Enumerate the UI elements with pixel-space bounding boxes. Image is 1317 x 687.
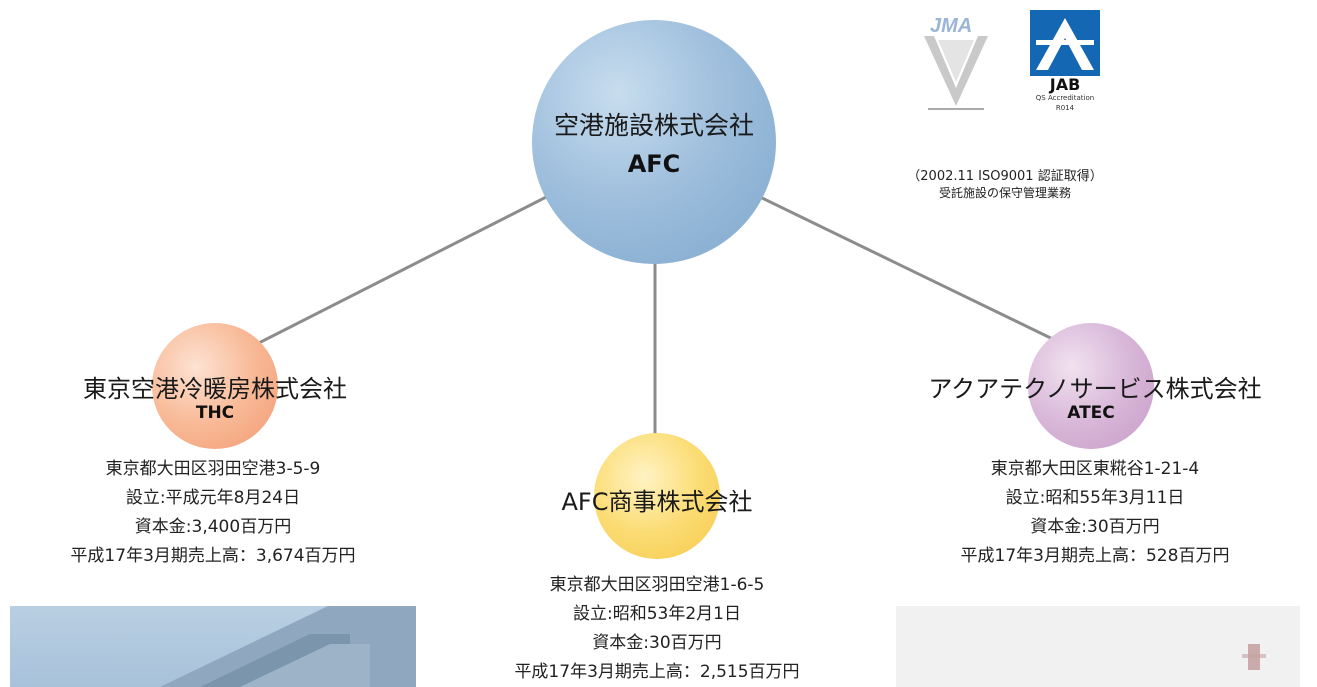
connector-line-atec: [761, 196, 1066, 347]
afc-shoji-node: [594, 433, 720, 559]
thc-company-abbr: THC: [195, 403, 235, 423]
atec-company-name: アクアテクノサービス株式会社: [928, 375, 1262, 403]
atec-info: 東京都大田区東糀谷1-21-4 設立:昭和55年3月11日 資本金:30百万円 …: [890, 455, 1300, 571]
svg-text:JMA: JMA: [930, 15, 972, 37]
atec-address: 東京都大田区東糀谷1-21-4: [990, 459, 1200, 479]
jab-mark-icon: [1030, 10, 1100, 76]
thc-address: 東京都大田区羽田空港3-5-9: [105, 459, 321, 479]
thc-company-name: 東京空港冷暖房株式会社: [83, 375, 347, 403]
atec-node: [1028, 323, 1154, 449]
center-company-name: 空港施設株式会社: [553, 111, 754, 140]
afc-center-node: [532, 20, 776, 264]
thc-node: [152, 323, 278, 449]
atec-facility-photo: [896, 606, 1300, 687]
jab-sub: QS Accreditation: [1035, 94, 1095, 102]
afc-shoji-address: 東京都大田区羽田空港1-6-5: [549, 575, 765, 595]
afc-shoji-sales: 平成17年3月期売上高：2,515百万円: [514, 662, 800, 682]
atec-capital: 資本金:30百万円: [1030, 517, 1160, 537]
connector-line-thc: [244, 188, 561, 352]
afc-shoji-company-name: AFC商事株式会社: [561, 488, 753, 516]
thc-building-photo: [10, 606, 416, 687]
afc-shoji-capital: 資本金:30百万円: [592, 633, 722, 653]
thc-capital: 資本金:3,400百万円: [134, 517, 292, 537]
thc-sales: 平成17年3月期売上高：3,674百万円: [70, 546, 356, 566]
afc-shoji-established: 設立:昭和53年2月1日: [573, 604, 741, 624]
certification-line-2: 受託施設の保守管理業務: [938, 186, 1071, 200]
atec-sales: 平成17年3月期売上高：528百万円: [960, 546, 1230, 566]
atec-company-abbr: ATEC: [1067, 403, 1115, 423]
jab-label: JAB: [1049, 75, 1081, 94]
jab-code: R014: [1055, 104, 1075, 112]
afc-shoji-info: 東京都大田区羽田空港1-6-5 設立:昭和53年2月1日 資本金:30百万円 平…: [452, 571, 862, 687]
atec-established: 設立:昭和55年3月11日: [1005, 488, 1185, 508]
thc-established: 設立:平成元年8月24日: [125, 488, 301, 508]
thc-info: 東京都大田区羽田空港3-5-9 設立:平成元年8月24日 資本金:3,400百万…: [10, 455, 416, 571]
center-company-abbr: AFC: [627, 150, 681, 178]
jab-logo: JAB QS Accreditation R014: [1030, 10, 1100, 120]
certification-line-1: （2002.11 ISO9001 認証取得）: [907, 169, 1103, 184]
jma-logo: JMA: [920, 10, 992, 116]
